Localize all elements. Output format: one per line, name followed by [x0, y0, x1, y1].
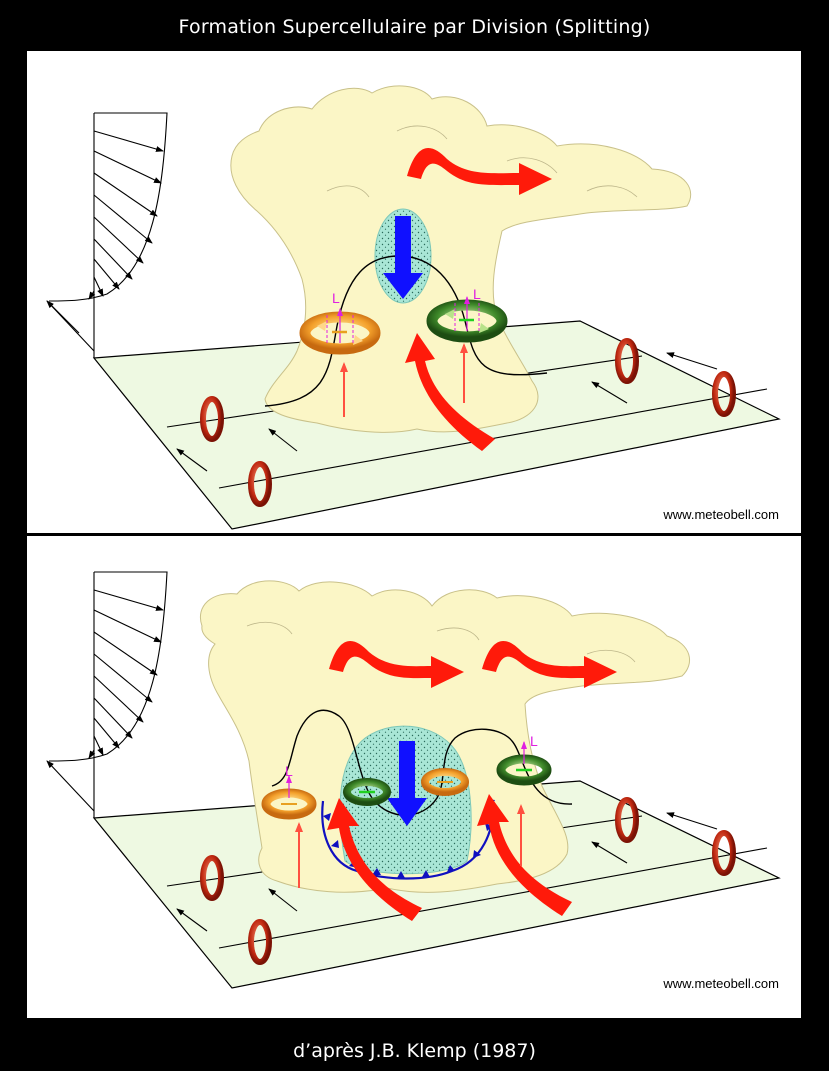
mesolow-label-right: L [473, 286, 481, 302]
anticyclonic-vortex-right: L [496, 733, 552, 786]
mesolow-label-2: L [530, 733, 538, 749]
upper-outflow-arrow-right [482, 640, 617, 688]
environment-vortex-rings [200, 338, 736, 507]
panel-initial-storm: L L www.meteobell.com [27, 51, 801, 533]
downdraft-arrow [383, 216, 423, 299]
anticyclonic-vortex: L [426, 286, 508, 343]
environment-vortex-rings [200, 797, 736, 965]
main-inflow-arrow [405, 333, 495, 451]
wind-profile [46, 112, 168, 358]
source-caption: d’après J.B. Klemp (1987) [293, 1040, 536, 1062]
anticyclonic-vortex-inner [343, 778, 391, 806]
inflow-arrow-right [477, 794, 572, 916]
cyclonic-vortex-left: L [261, 763, 317, 820]
cyclonic-vortex-inner [421, 768, 469, 796]
downdraft-arrow [387, 741, 427, 826]
initial-storm-diagram: L L [46, 85, 781, 530]
watermark: www.meteobell.com [663, 976, 779, 991]
wind-profile [46, 571, 168, 818]
cloud-texture [326, 125, 638, 198]
split-storm-diagram: L L [46, 571, 781, 989]
gust-front [321, 799, 495, 880]
inflow-arrow-left [327, 798, 422, 921]
mesolow-label-1: L [285, 763, 293, 779]
panel-split-storm: L L www.meteobell.com [27, 536, 801, 1018]
upper-outflow-arrow-left [329, 640, 464, 688]
upper-outflow-arrow [407, 147, 552, 195]
mesolow-label-left: L [332, 290, 340, 306]
cloud-texture [246, 621, 636, 663]
cyclonic-vortex: L [299, 290, 381, 355]
watermark: www.meteobell.com [663, 507, 779, 522]
diagram-title: Formation Supercellulaire par Division (… [178, 16, 651, 38]
